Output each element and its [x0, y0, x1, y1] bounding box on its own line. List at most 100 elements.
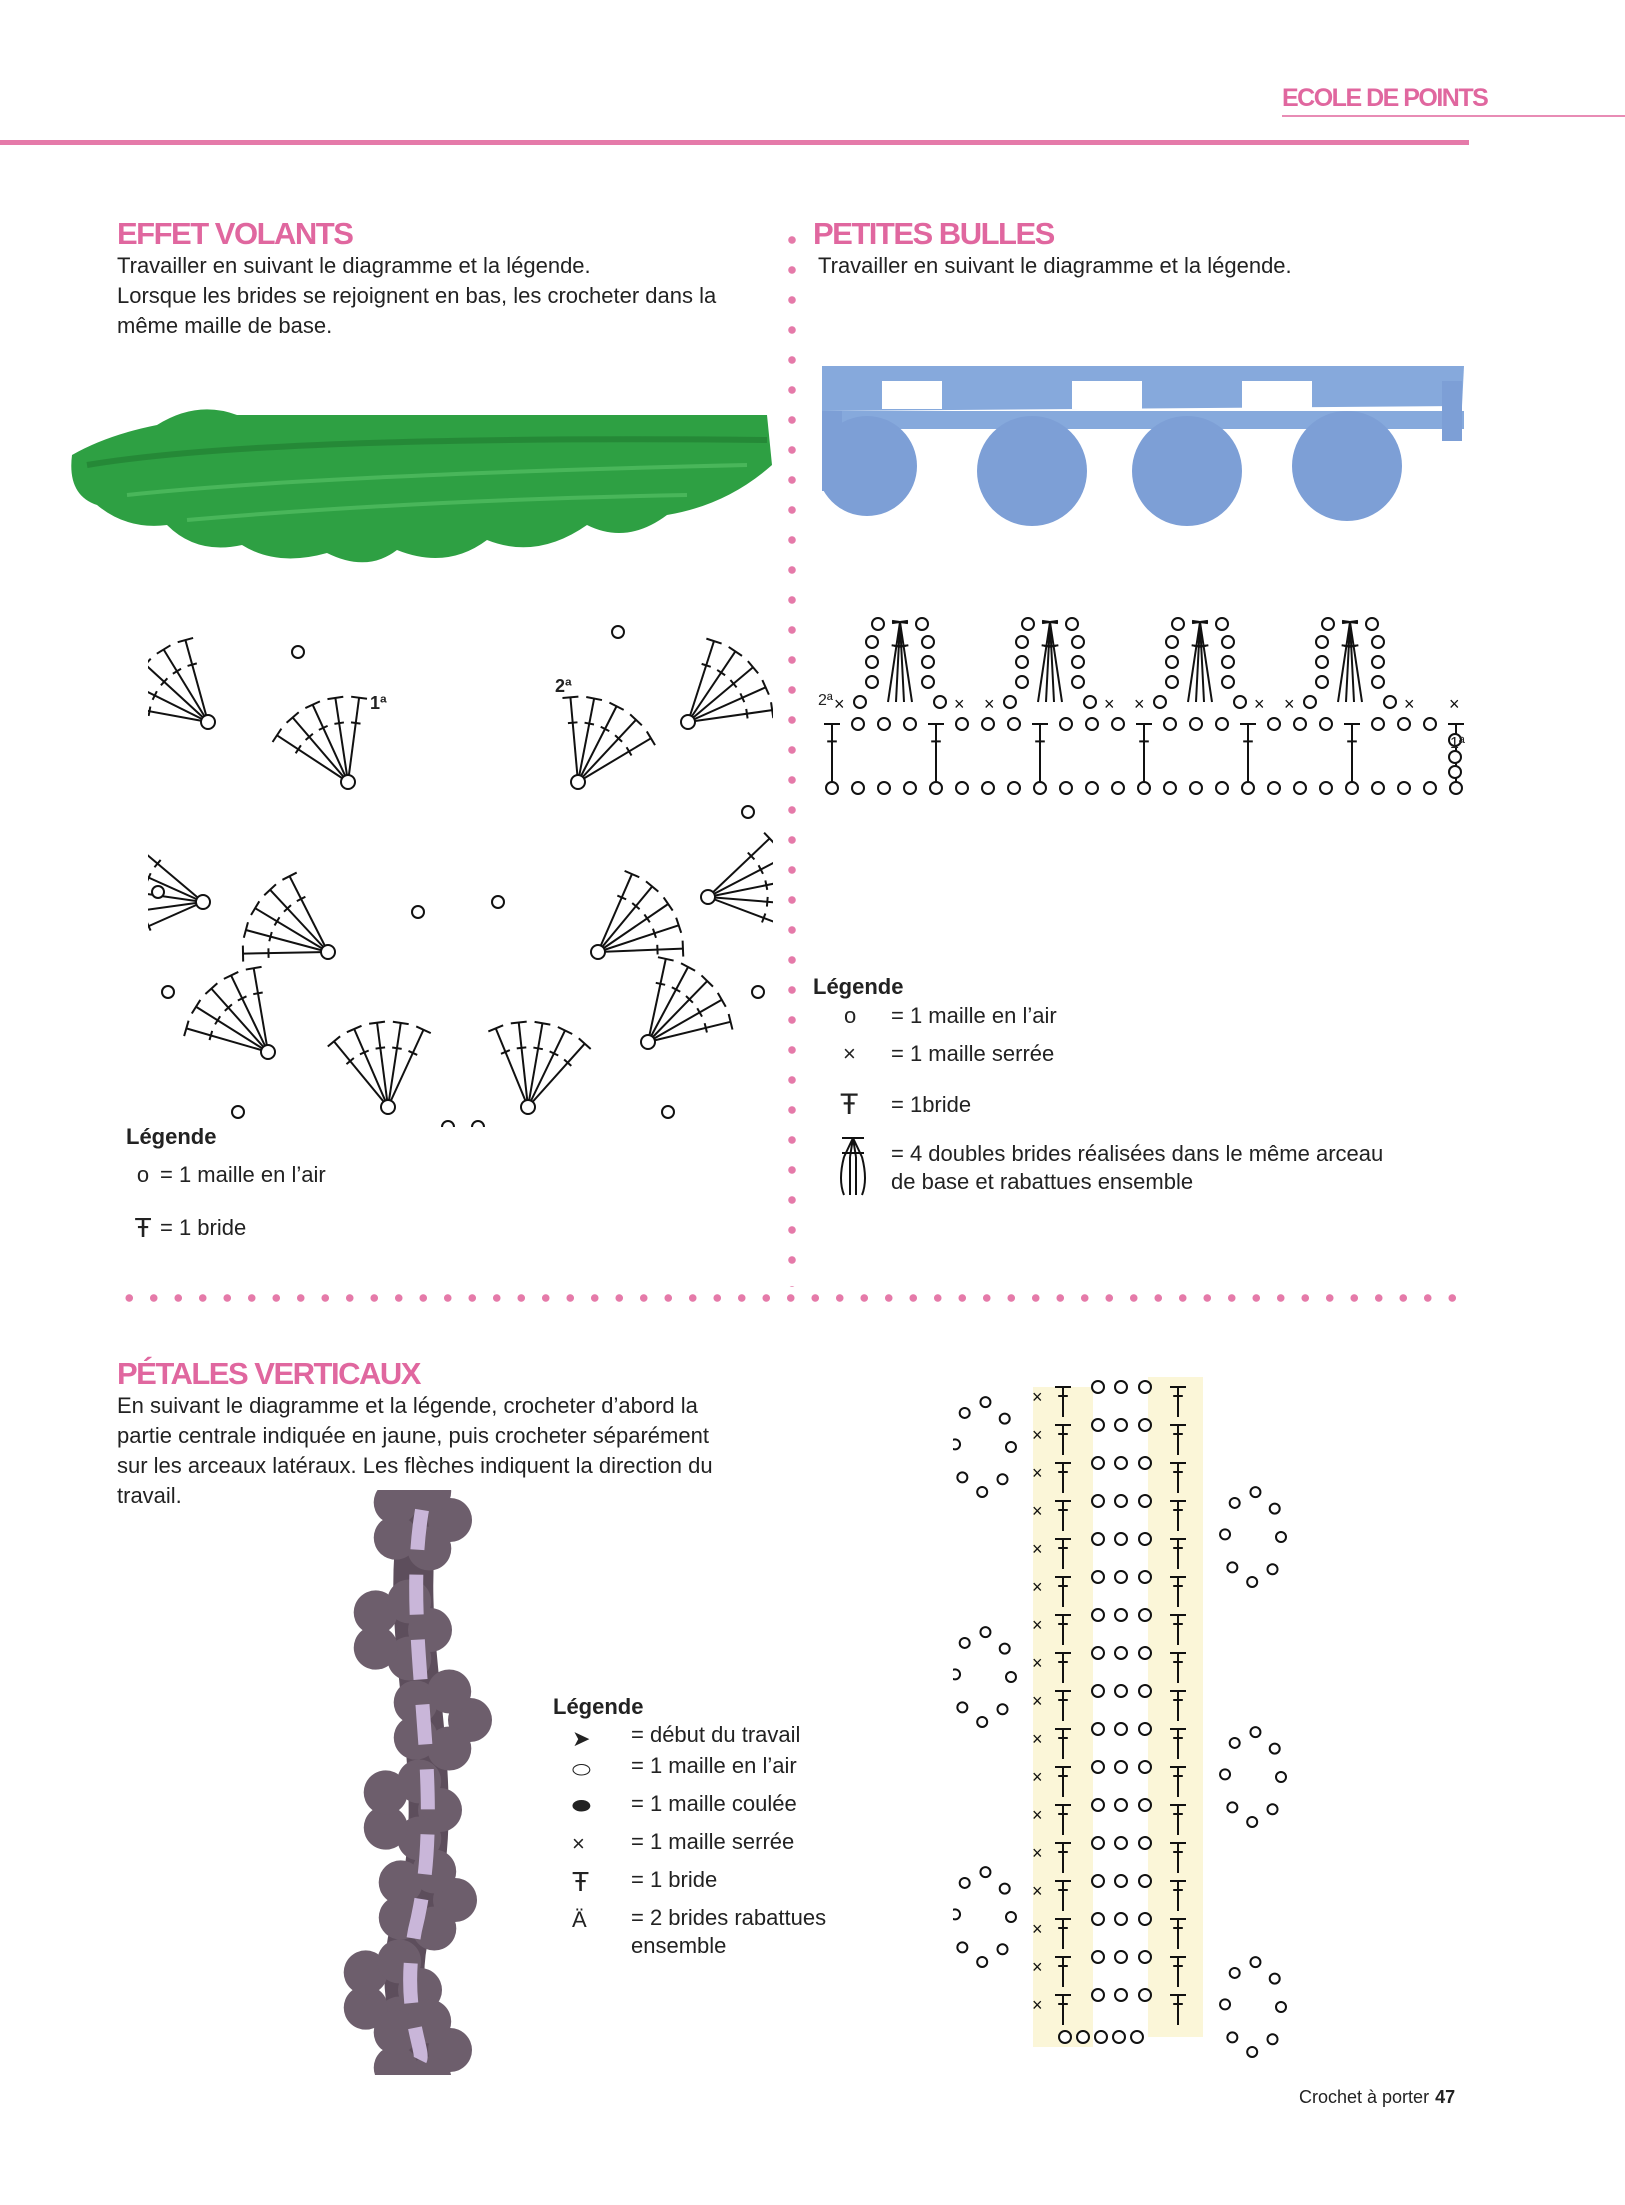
double-crochet-stitch: [597, 903, 669, 953]
stitch-bar: [685, 995, 694, 1004]
chain-icon: o: [136, 1162, 150, 1187]
stitch-bar: [375, 1046, 386, 1050]
stitch-bar: [351, 695, 368, 700]
stitch-bar: [600, 725, 610, 733]
chain-stitch: [1094, 2030, 1108, 2044]
chain-stitch: [1005, 1441, 1017, 1453]
chain-stitch: [491, 895, 505, 909]
chain-stitch: [953, 1908, 962, 1921]
stitch-bar: [223, 971, 239, 980]
chain-stitch: [1249, 1726, 1262, 1739]
chain-stitch: [903, 717, 917, 731]
single-crochet-stitch: ×: [1032, 1615, 1043, 1635]
chain-stitch: [958, 1876, 971, 1889]
single-crochet-stitch: ×: [984, 694, 995, 714]
stitch-bar: [415, 1025, 432, 1035]
chain-stitch: [1315, 635, 1329, 649]
stitch-bar: [250, 900, 261, 916]
chain-stitch: [877, 781, 891, 795]
chain-stitch: [1114, 1950, 1128, 1964]
legend-title: Légende: [553, 1694, 644, 1719]
chain-stitch: [1228, 1496, 1241, 1509]
chain-stitch: [1319, 781, 1333, 795]
effet-volants-diagram: [148, 625, 773, 1127]
chain-stitch: [915, 617, 929, 631]
double-crochet-stitch: [597, 924, 679, 953]
chain-stitch: [1275, 2001, 1287, 2013]
chain-stitch: [1138, 1760, 1152, 1774]
chain-stitch: [1345, 781, 1359, 795]
chain-stitch: [1091, 1874, 1105, 1888]
double-crochet-stitch: [1349, 621, 1355, 703]
chain-stitch: [1021, 617, 1035, 631]
double-crochet-stitch: [254, 907, 329, 953]
chain-stitch: [1091, 1646, 1105, 1660]
chain-stitch: [340, 774, 356, 790]
single-crochet-stitch: ×: [1404, 694, 1415, 714]
double-crochet-stitch: [333, 1040, 389, 1108]
chain-stitch: [1114, 1988, 1128, 2002]
chain-stitch: [1015, 675, 1029, 689]
stitch-bar: [183, 1020, 190, 1037]
legend-label: = 1 bride: [160, 1215, 247, 1240]
double-crochet-stitch: [376, 1022, 389, 1108]
chain-stitch: [1163, 717, 1177, 731]
chain-stitch: [921, 675, 935, 689]
chain-stitch: [1138, 1874, 1152, 1888]
chain-stitch: [1091, 1722, 1105, 1736]
double-crochet-stitch: [577, 737, 652, 783]
chain-stitch: [1114, 1380, 1128, 1394]
chain-stitch: [1111, 717, 1125, 731]
chain-stitch: [1215, 781, 1229, 795]
stitch-bar: [1341, 619, 1359, 625]
stitch-bar: [283, 904, 292, 913]
stitch-bar: [345, 1057, 355, 1065]
stitch-bar: [747, 660, 759, 675]
chain-stitch: [1268, 1972, 1281, 1985]
double-crochet-stitch: [230, 974, 269, 1053]
stitch-bar: [716, 992, 727, 1008]
double-crochet-stitch: [353, 1028, 389, 1108]
chain-stitch: [1114, 1684, 1128, 1698]
stitch-bar: [294, 744, 302, 754]
stitch-bar: [148, 922, 152, 931]
chain-stitch: [380, 1099, 396, 1115]
single-crochet-stitch: ×: [954, 694, 965, 714]
chain-stitch: [1383, 695, 1397, 709]
chain-stitch: [1228, 1966, 1241, 1979]
double-crochet-stitch: [687, 686, 767, 723]
chain-stitch: [996, 1473, 1009, 1486]
chain-stitch: [1165, 635, 1179, 649]
chain-stitch: [1233, 695, 1247, 709]
stitch-bar: [350, 721, 361, 725]
chain-stitch: [1219, 1998, 1232, 2011]
chain-stitch: [1219, 1528, 1232, 1541]
double-crochet-stitch: [517, 1022, 529, 1108]
chain-stitch: [1153, 695, 1167, 709]
chain-stitch: [956, 1701, 969, 1714]
chain-stitch: [953, 1438, 962, 1451]
double-crochet-stitch: [387, 1022, 402, 1108]
chain-stitch: [1371, 635, 1385, 649]
chain-stitch: [1114, 1418, 1128, 1432]
effet-volants-title: EFFET VOLANTS: [117, 216, 354, 251]
row-label-2: 2ª: [818, 692, 833, 709]
single-crochet-stitch: ×: [1032, 1881, 1043, 1901]
stitch-bar: [629, 713, 643, 727]
double-crochet-stitch: [291, 716, 349, 783]
stitch-bar: [763, 831, 773, 844]
chain-stitch: [1091, 1380, 1105, 1394]
chain-stitch: [1221, 635, 1235, 649]
chain-stitch: [1321, 617, 1335, 631]
stitch-bar: [334, 721, 345, 725]
double-crochet-stitch: [242, 951, 329, 955]
chain-stitch: [1163, 781, 1177, 795]
stitch-bar: [327, 1035, 341, 1048]
chain-stitch: [871, 617, 885, 631]
single-crochet-stitch: ×: [1032, 1425, 1043, 1445]
chain-stitch: [903, 781, 917, 795]
chain-stitch: [231, 1105, 245, 1119]
chain-stitch: [441, 1120, 455, 1127]
stitch-bar: [1198, 644, 1209, 648]
double-crochet-stitch: [1199, 621, 1213, 703]
